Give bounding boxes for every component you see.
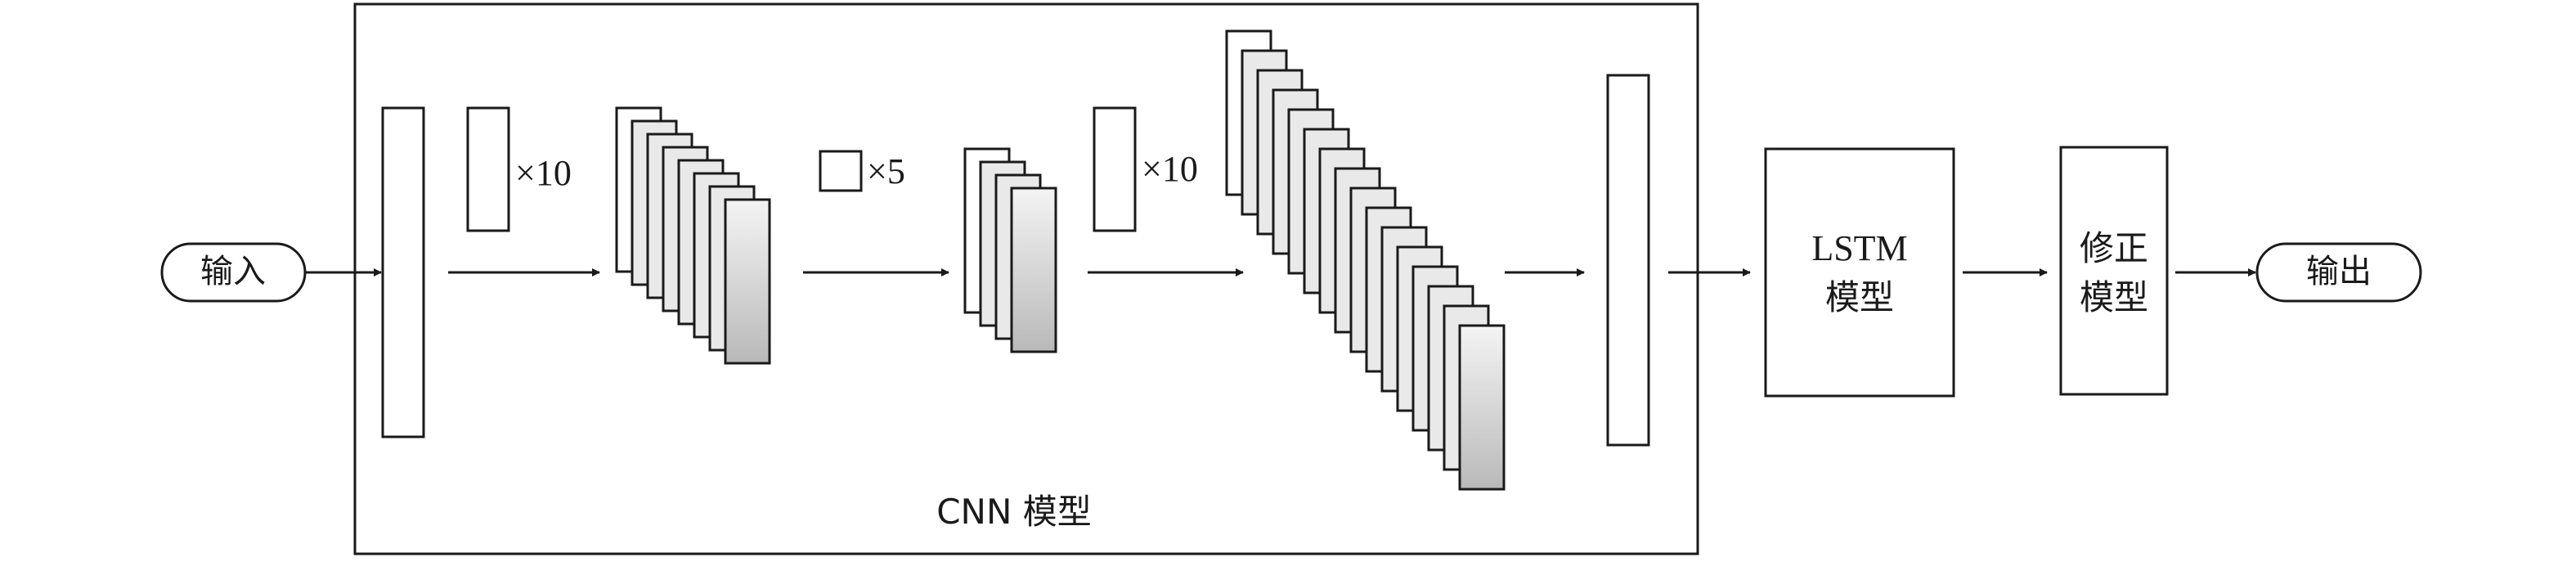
lstm-model-box [1764,147,1955,398]
stage2-kernel [819,150,863,192]
stage2-feature-map-4 [1010,187,1057,353]
stage1-kernel [466,106,510,232]
stage2-multiplier: ×5 [867,151,905,191]
lstm-line1: LSTM [1811,228,1907,268]
cnn-model-container [353,2,1699,555]
stage1-feature-stack [615,106,771,365]
stage3-kernel [1093,106,1137,232]
output-label: 输出 [2306,253,2372,290]
output-node [2255,242,2422,303]
stage3-feature-map-16 [1458,324,1506,491]
stage1-multiplier: ×10 [515,153,572,193]
stage2-feature-stack [963,147,1057,353]
stage3-feature-stack [1225,29,1506,491]
input-label: 输入 [200,253,266,290]
correction-model-box [2059,146,2169,396]
lstm-line2: 模型 [1825,277,1894,317]
input-layer-bar [381,106,425,438]
stage3-multiplier: ×10 [1142,149,1198,189]
correction-line1: 修正 [2080,228,2148,268]
stage1-feature-map-8 [724,198,771,365]
correction-line2: 模型 [2080,277,2148,317]
cnn-model-label: CNN 模型 [936,492,1092,532]
flatten-layer-bar [1606,74,1650,447]
